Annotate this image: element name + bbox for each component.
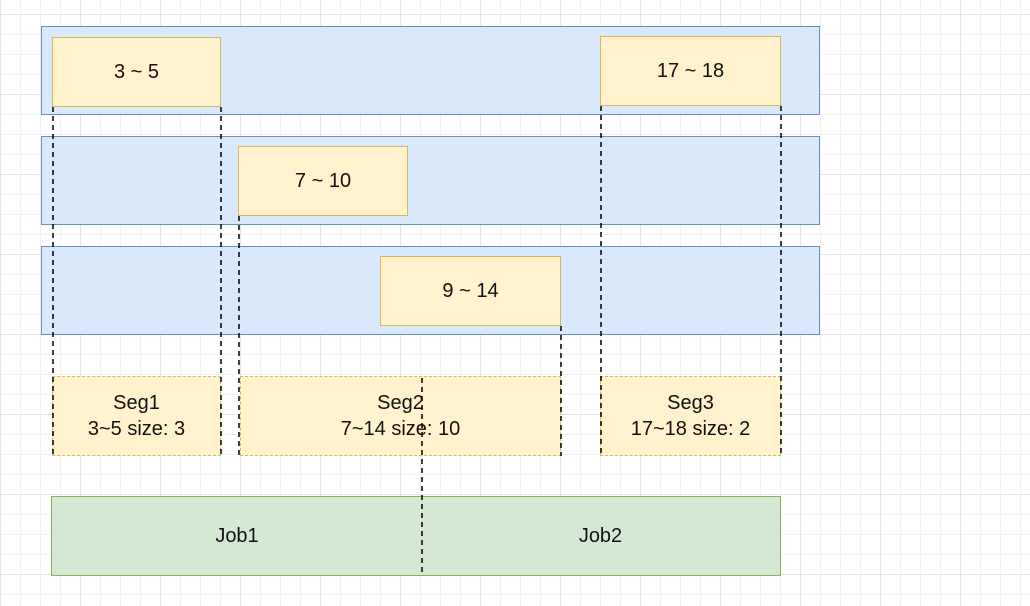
row-2 — [41, 136, 820, 225]
segment-box-seg1: Seg1 3~5 size: 3 — [52, 376, 221, 456]
job-box-job2: Job2 — [421, 496, 781, 576]
job-box-job1: Job1 — [51, 496, 423, 576]
range-box-3-5: 3 ~ 5 — [52, 37, 221, 107]
segment-name: Seg1 — [113, 392, 160, 414]
segment-detail: 7~14 size: 10 — [340, 418, 461, 440]
segment-detail: 3~5 size: 3 — [87, 418, 186, 440]
segment-box-seg2: Seg2 7~14 size: 10 — [240, 376, 561, 456]
segment-detail: 17~18 size: 2 — [630, 418, 751, 440]
segment-box-seg3: Seg3 17~18 size: 2 — [600, 376, 781, 456]
segment-name: Seg2 — [377, 392, 424, 414]
job-label: Job1 — [215, 524, 259, 547]
job-label: Job2 — [578, 524, 623, 547]
range-label: 7 ~ 10 — [294, 170, 352, 192]
segment-name: Seg3 — [667, 392, 714, 414]
range-box-17-18: 17 ~ 18 — [600, 36, 781, 106]
range-box-9-14: 9 ~ 14 — [380, 256, 561, 326]
range-label: 17 ~ 18 — [656, 60, 725, 82]
range-label: 3 ~ 5 — [113, 61, 160, 83]
range-box-7-10: 7 ~ 10 — [238, 146, 408, 216]
range-label: 9 ~ 14 — [442, 280, 499, 302]
